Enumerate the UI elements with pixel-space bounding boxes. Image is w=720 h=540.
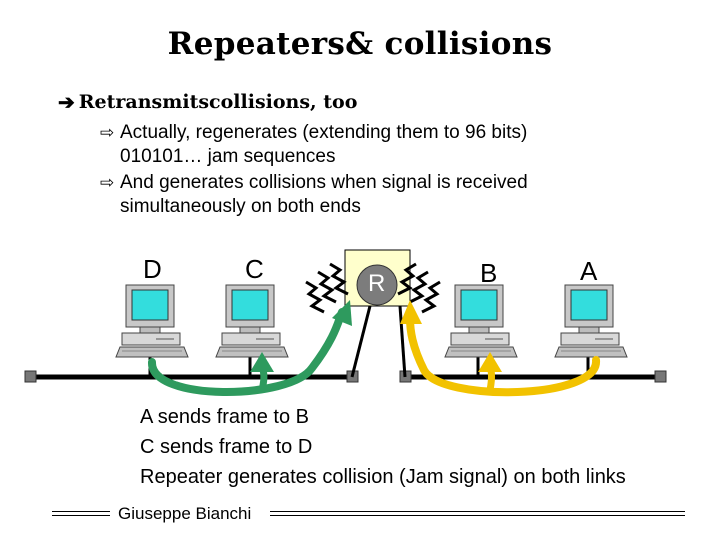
caption-line-3: Repeater generates collision (Jam signal… <box>140 466 626 488</box>
terminator-icon <box>24 370 37 383</box>
host-label-b: B <box>480 258 498 288</box>
sub-bullet-1-line2: 010101… jam sequences <box>120 146 336 167</box>
slide-title: Repeaters& collisions <box>167 26 553 62</box>
sub-bullet-2: ⇨ And generates collisions when signal is… <box>100 171 528 219</box>
hollow-arrow-icon: ⇨ <box>100 123 115 142</box>
repeater-label: R <box>368 270 386 297</box>
terminator-icon <box>654 370 667 383</box>
main-bullet-text: Retransmitscollisions, too <box>78 91 358 113</box>
hollow-arrow-icon: ⇨ <box>100 173 115 192</box>
yellow-arrow <box>406 314 600 397</box>
host-label-c: C <box>245 254 264 284</box>
host-label-d: D <box>143 254 162 284</box>
sub-bullet-1-line1: Actually, regenerates (extending them to… <box>120 122 528 143</box>
computer-icon <box>215 284 289 358</box>
host-label-a: A <box>580 256 598 286</box>
computer-icon <box>444 284 518 358</box>
footer-author: Giuseppe Bianchi <box>118 504 252 523</box>
sub-bullet-2-line2: simultaneously on both ends <box>120 196 361 217</box>
main-bullet: ➔ Retransmitscollisions, too <box>58 90 357 114</box>
computer-icon <box>554 284 628 358</box>
footer: Giuseppe Bianchi <box>0 503 720 525</box>
caption-line-2: C sends frame to D <box>140 436 313 458</box>
green-arrow <box>147 308 346 396</box>
caption-line-1: A sends frame to B <box>140 406 309 428</box>
sub-bullet-1: ⇨ Actually, regenerates (extending them t… <box>100 121 527 169</box>
lightning-icon <box>420 280 442 314</box>
computer-icon <box>115 284 189 358</box>
sub-bullet-2-line1: And generates collisions when signal is … <box>120 172 528 193</box>
lightning-icon <box>304 280 326 314</box>
bullet-arrow-icon: ➔ <box>58 90 75 114</box>
